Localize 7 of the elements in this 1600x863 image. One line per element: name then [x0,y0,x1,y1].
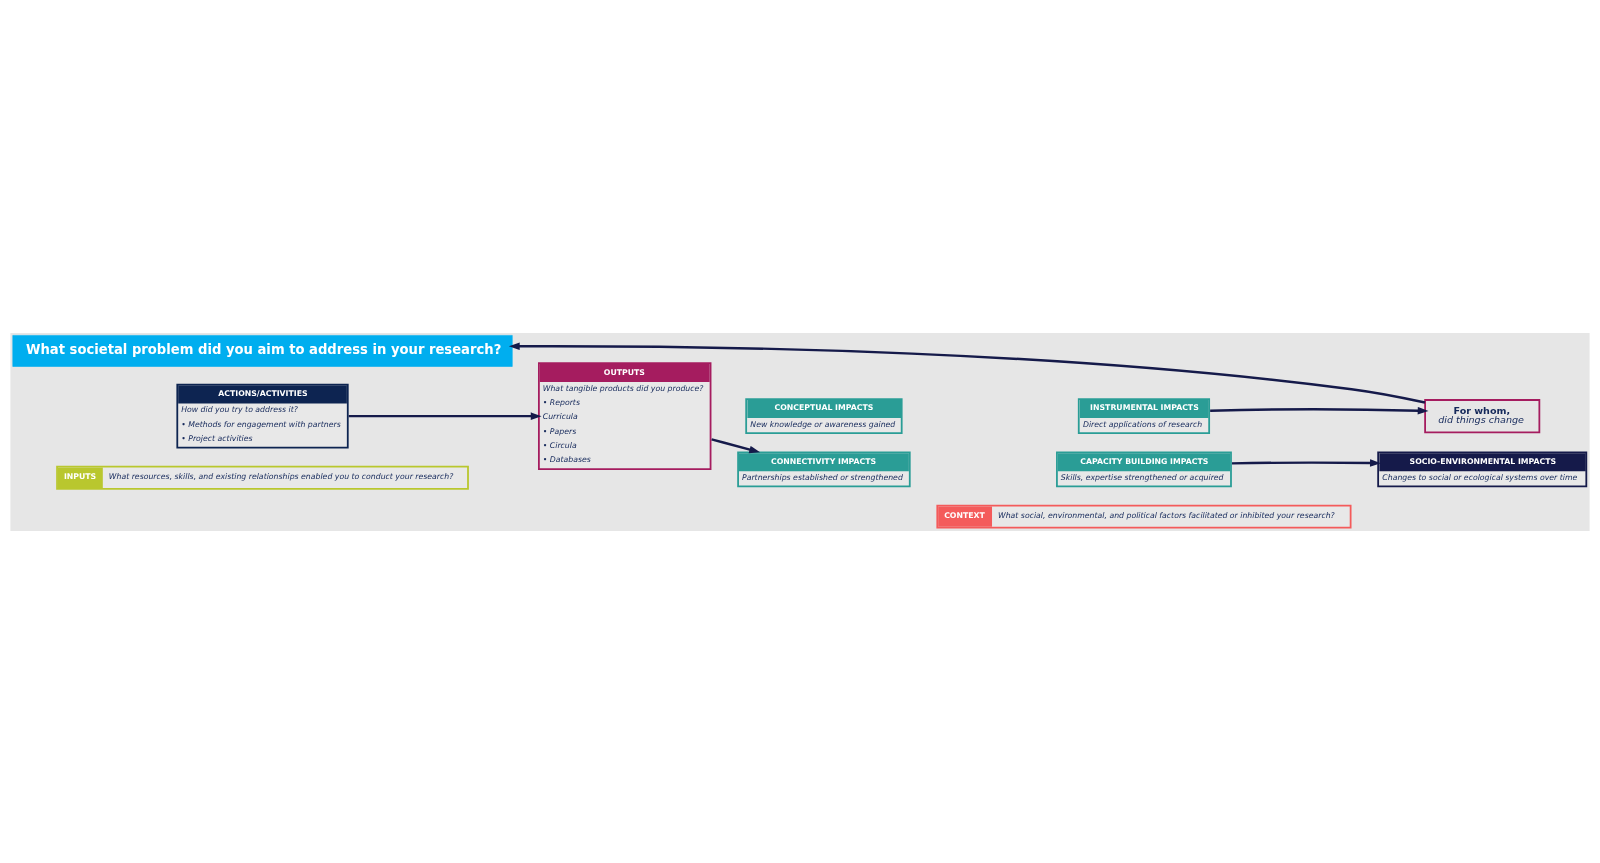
node-box: What societal problem did you aim to address in your research? [12,334,513,367]
arrow [508,342,1426,404]
arrow [1210,406,1429,414]
node-box: For whom, did things change [1424,398,1541,433]
arrow [711,437,761,453]
arrow [1232,458,1381,467]
arrow [348,411,542,420]
